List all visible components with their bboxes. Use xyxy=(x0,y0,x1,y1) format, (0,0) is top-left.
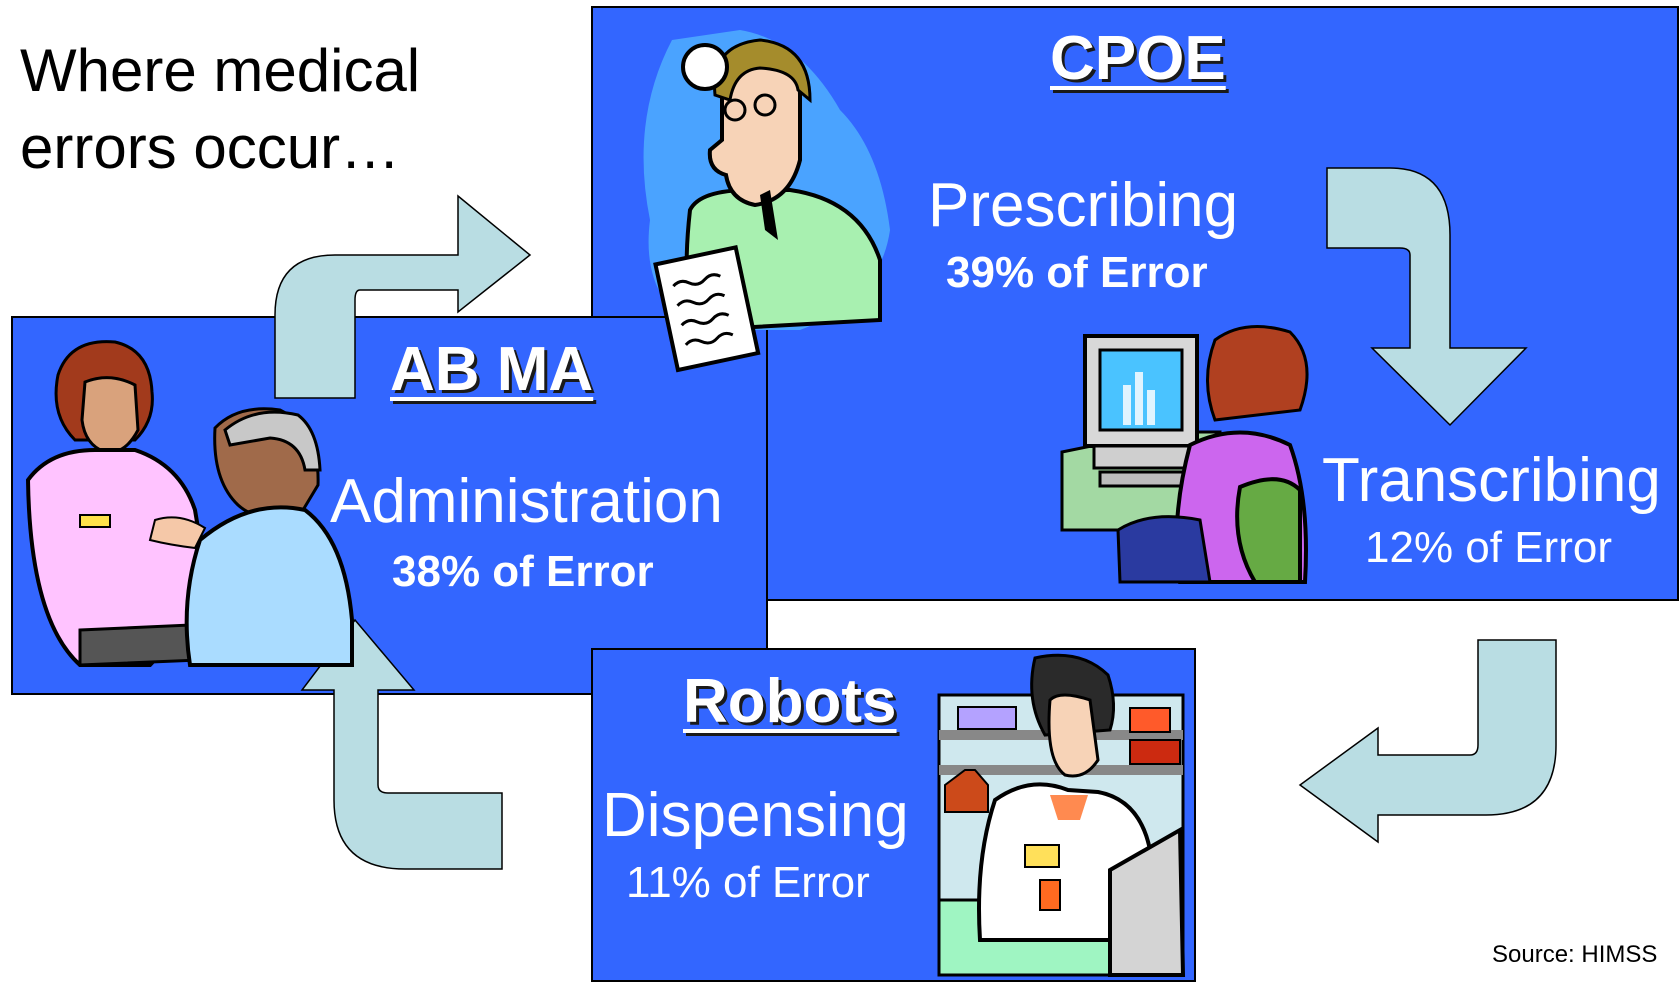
transcribing-label: Transcribing xyxy=(1322,446,1661,515)
prescribing-percent: 39% of Error xyxy=(946,248,1208,297)
arrow-prescribing-to-transcribing xyxy=(1326,167,1528,427)
arrow-admin-to-prescribing xyxy=(274,194,532,399)
cpoe-heading: CPOE xyxy=(1050,24,1226,93)
source-note: Source: HIMSS xyxy=(1492,941,1658,968)
nurse-and-patient-icon xyxy=(25,340,354,667)
doctor-with-prescription-icon xyxy=(643,30,890,373)
robots-heading: Robots xyxy=(683,667,897,736)
abma-heading: AB MA xyxy=(390,335,594,404)
administration-label: Administration xyxy=(330,467,723,536)
page-title: Where medical errors occur… xyxy=(20,37,421,181)
administration-percent: 38% of Error xyxy=(392,547,654,596)
transcribing-percent: 12% of Error xyxy=(1365,523,1612,572)
arrow-dispensing-to-administration xyxy=(300,618,503,870)
pharmacist-icon xyxy=(937,653,1186,977)
prescribing-label: Prescribing xyxy=(928,171,1239,240)
woman-at-computer-icon xyxy=(1060,325,1309,584)
dispensing-label: Dispensing xyxy=(602,781,909,850)
arrow-transcribing-to-dispensing xyxy=(1298,639,1557,844)
dispensing-percent: 11% of Error xyxy=(626,858,870,907)
